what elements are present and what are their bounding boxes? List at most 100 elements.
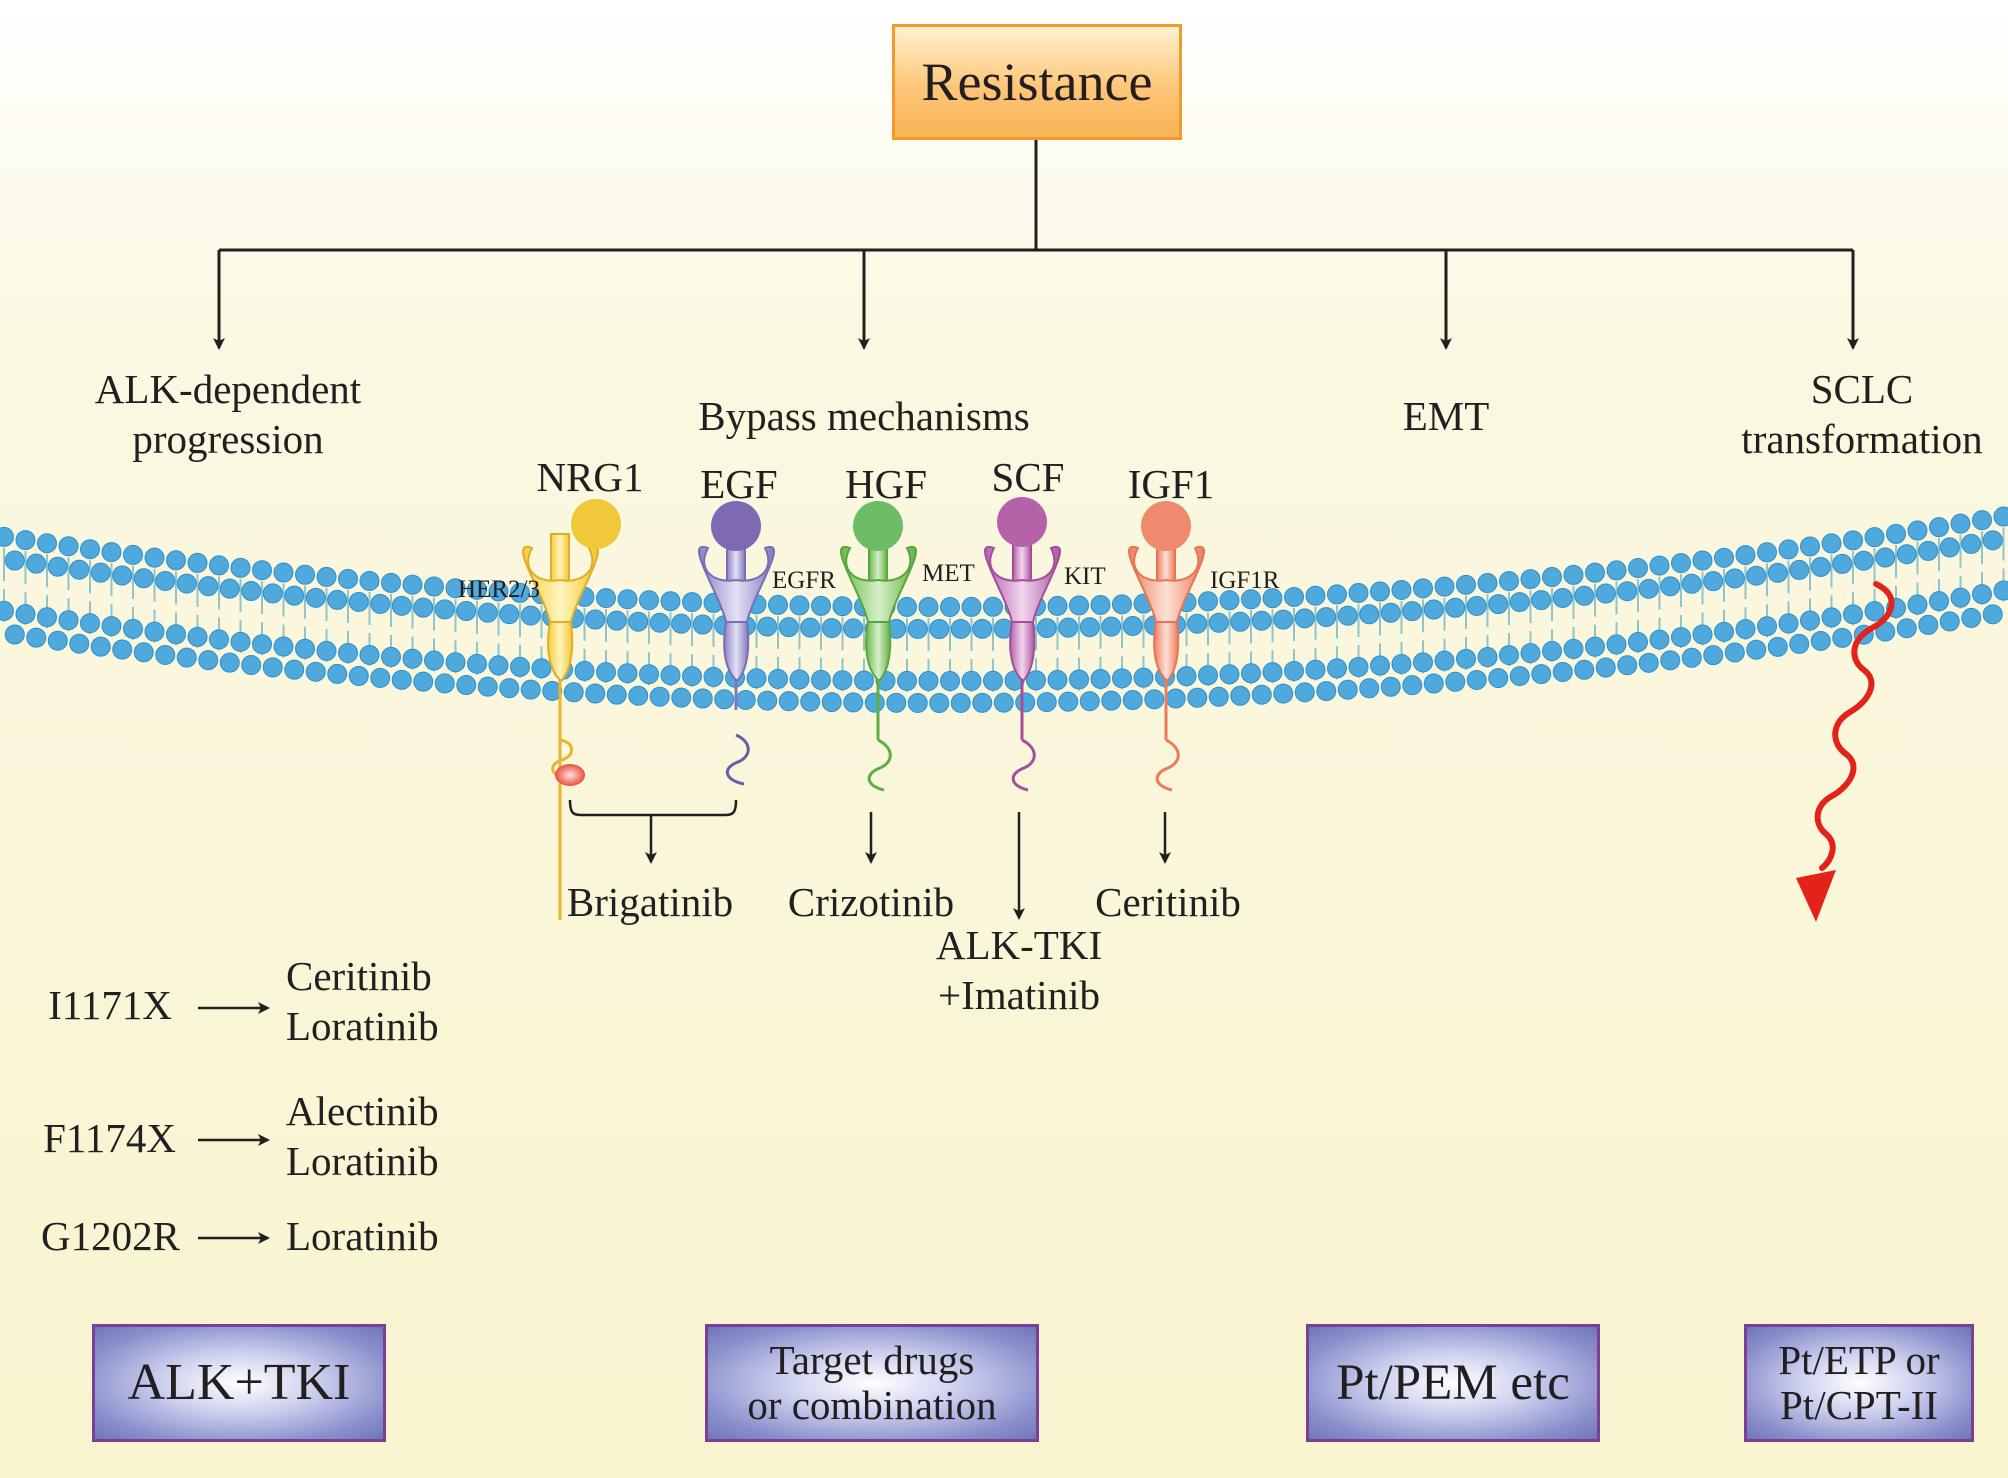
lipid-head: [520, 605, 541, 626]
ligand-igf1-label: IGF1: [1127, 461, 1215, 507]
mutation-i1171x: I1171X: [48, 982, 172, 1028]
lipid-head: [832, 670, 853, 691]
lipid-head: [1047, 669, 1068, 690]
lipid-head: [1380, 676, 1401, 697]
lipid-head: [961, 670, 982, 691]
lipid-head: [26, 553, 47, 574]
lipid-head: [1585, 636, 1605, 657]
lipid-head: [1907, 520, 1928, 541]
branch-alk-dependent-line2: progression: [132, 416, 324, 463]
lipid-head: [510, 656, 530, 677]
lipid-head: [606, 610, 627, 631]
treatment-pt-pem: Pt/PEM etc: [1306, 1324, 1600, 1442]
lipid-head: [467, 579, 487, 600]
treatment-target-drugs: Target drugs or combination: [705, 1324, 1039, 1442]
lipid-head: [617, 589, 638, 610]
lipid-head: [1262, 662, 1283, 683]
lipid-head: [1112, 668, 1132, 689]
tree-connectors: [213, 140, 1859, 350]
lipid-head: [1520, 643, 1541, 664]
lipid-head: [1208, 612, 1229, 633]
lipid-head: [1058, 617, 1079, 638]
lipid-head: [1069, 595, 1089, 616]
lipid-head: [1714, 621, 1734, 642]
lipid-head: [1122, 616, 1143, 637]
lipid-head: [1251, 684, 1272, 705]
lipid-head: [897, 596, 917, 617]
mutation-arrows: [198, 1002, 270, 1244]
lipid-head: [1133, 667, 1154, 688]
lipid-head: [1337, 679, 1358, 700]
lipid-head: [918, 670, 939, 691]
lipid-head: [467, 653, 487, 674]
lipid-head: [1542, 567, 1562, 588]
lipid-head: [1649, 555, 1670, 576]
lipid-head: [1692, 550, 1713, 571]
lipid-head: [1466, 595, 1487, 616]
lipid-head: [1391, 653, 1412, 674]
lipid-head: [80, 613, 100, 634]
treatment-pt-etp-line2: Pt/CPT-II: [1780, 1382, 1938, 1428]
lipid-head: [1101, 616, 1122, 637]
lipid-head: [1348, 656, 1369, 677]
lipid-head: [456, 675, 477, 696]
lipid-head: [15, 530, 36, 551]
lipid-head: [1853, 550, 1874, 571]
lipid-head: [907, 618, 928, 639]
lipid-head: [456, 601, 477, 622]
lipid-head: [1875, 547, 1896, 568]
resistance-label: Resistance: [921, 52, 1153, 112]
lipid-head: [1746, 565, 1767, 586]
lipid-head: [123, 618, 143, 639]
lipid-head: [972, 618, 993, 639]
lipid-head: [1714, 547, 1734, 568]
drug-alk-tki-imatinib: ALK-TKI +Imatinib: [936, 920, 1102, 1020]
lipid-head: [1703, 571, 1724, 592]
lipid-head: [488, 655, 509, 676]
lipid-head: [1821, 533, 1842, 554]
lipid-head: [1585, 562, 1605, 583]
lipid-head: [1370, 581, 1390, 602]
mutation-f1174x-drugs: Alectinib Loratinib: [286, 1086, 439, 1186]
lipid-head: [639, 664, 659, 685]
lipid-head: [897, 670, 917, 691]
receptor-egfr-label: EGFR: [772, 567, 836, 594]
lipid-head: [1939, 537, 1960, 558]
lipid-head: [1810, 630, 1831, 651]
lipid-head: [176, 647, 197, 668]
lipid-head: [338, 568, 358, 589]
lipid-head: [778, 617, 799, 638]
lipid-head: [1305, 585, 1326, 606]
lipid-head: [90, 636, 111, 657]
lipid-head: [370, 593, 391, 614]
lipid-head: [832, 596, 853, 617]
lipid-head: [692, 614, 713, 635]
lipid-head: [381, 646, 401, 667]
lipid-head: [639, 590, 659, 611]
lipid-head: [1821, 607, 1842, 628]
lipid-head: [940, 596, 960, 617]
lipid-head: [1101, 690, 1122, 711]
lipid-head: [1628, 558, 1648, 579]
lipid-head: [1456, 574, 1476, 595]
lipid-head: [950, 618, 971, 639]
lipid-head: [1026, 670, 1046, 691]
lipid-head: [1939, 611, 1960, 632]
lipid-head: [1746, 639, 1767, 660]
lipid-head: [1638, 578, 1659, 599]
lipid-head: [1380, 602, 1401, 623]
lipid-head: [1273, 609, 1294, 630]
branch-bypass-label: Bypass mechanisms: [698, 393, 1030, 439]
lipid-head: [327, 589, 348, 610]
lipid-head: [1198, 591, 1218, 612]
lipid-head: [112, 639, 133, 660]
drug-alk-tki-line1: ALK-TKI: [935, 922, 1103, 968]
lipid-head: [854, 670, 874, 691]
lipid-head: [69, 633, 90, 654]
receptor-kit-label: KIT: [1064, 563, 1106, 590]
lipid-head: [1284, 586, 1304, 607]
lipid-head: [1843, 530, 1863, 551]
lipid-head: [983, 670, 1003, 691]
lipid-head: [230, 631, 251, 652]
